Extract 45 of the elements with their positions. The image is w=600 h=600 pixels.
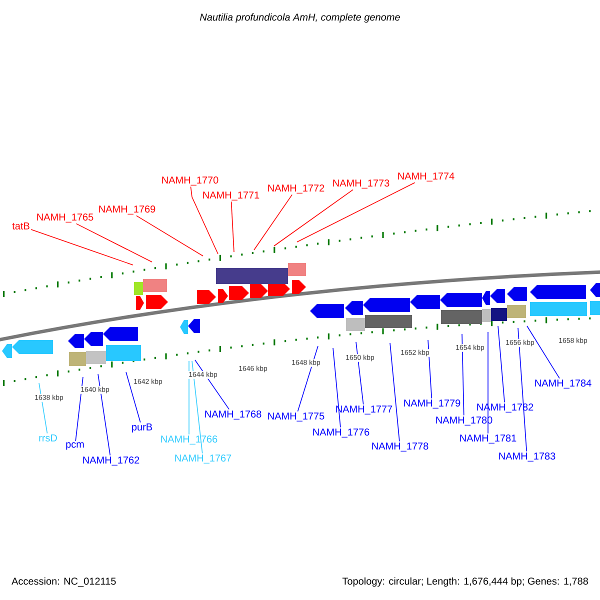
gene-label: NAMH_1767	[175, 454, 232, 464]
gene-label: NAMH_1769	[99, 206, 156, 214]
gene-label: NAMH_1765	[37, 214, 94, 222]
gene-label: NAMH_1771	[203, 192, 260, 200]
gene-label: NAMH_1781	[460, 434, 516, 444]
title: Nautilia profundicola AmH, complete genome	[200, 13, 400, 23]
gene-label: NAMH_1784	[535, 380, 592, 388]
leader-line	[390, 342, 400, 442]
leader-line	[188, 360, 190, 435]
gene-label: NAMH_1775	[268, 412, 324, 422]
footer-text: Accession: NC_012115	[12, 577, 116, 587]
gene-label: NAMH_1772	[268, 184, 324, 194]
leader-line	[192, 360, 203, 454]
leader-line	[428, 340, 432, 399]
gene-label: pcm	[66, 442, 84, 450]
leader-line	[126, 372, 141, 423]
leader-line	[296, 182, 416, 242]
gene-label: purB	[132, 424, 152, 432]
leader-line	[230, 201, 234, 252]
gene-label: NAMH_1770	[162, 176, 218, 186]
gene-label: NAMH_1768	[205, 410, 262, 420]
gene-label: rrsD	[39, 434, 57, 442]
leader-line	[254, 194, 292, 250]
gene-label: NAMH_1783	[499, 452, 556, 462]
leader-line	[98, 374, 111, 456]
leader-line	[356, 342, 364, 405]
leader-line	[498, 326, 505, 403]
leader-line	[76, 223, 152, 262]
gene-label: NAMH_1776	[313, 428, 370, 438]
leader-line	[332, 348, 341, 428]
leader-line	[30, 229, 134, 266]
gene-label: tatB	[12, 222, 30, 230]
leader-line	[462, 334, 464, 416]
leader-line	[75, 376, 84, 442]
gene-label: NAMH_1773	[333, 180, 390, 188]
leader-line	[190, 186, 218, 254]
leader-line	[518, 328, 527, 452]
gene-label: NAMH_1762	[83, 456, 140, 466]
footer-text: Topology: circular; Length: 1,676,444 bp; Genes: 1,788	[342, 577, 588, 587]
gene-label: NAMH_1779	[404, 400, 460, 408]
leader-line	[136, 215, 204, 256]
gene-label: NAMH_1774	[398, 172, 454, 182]
leader-line	[274, 189, 354, 246]
leader-line	[526, 326, 560, 379]
gene-label: NAMH_1778	[372, 442, 428, 452]
